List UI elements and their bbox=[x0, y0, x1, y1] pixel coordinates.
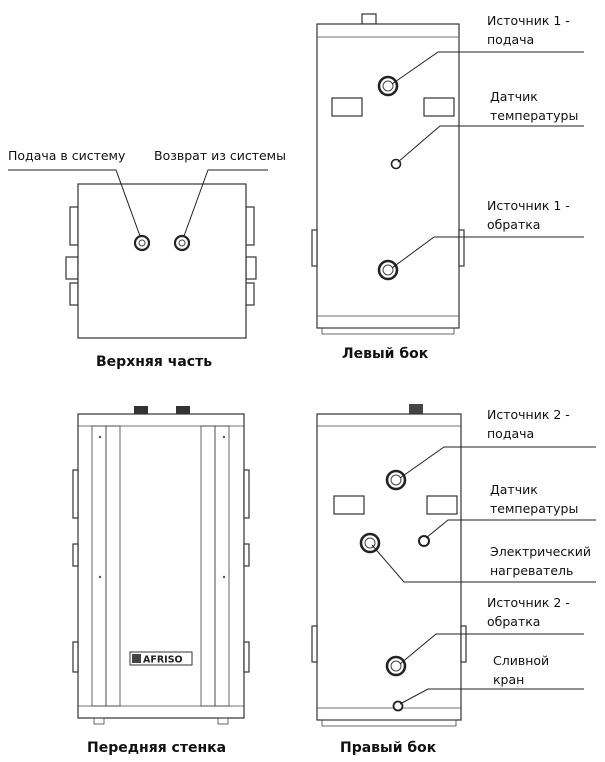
right-temp-sensor-label-2: температуры bbox=[490, 501, 578, 516]
right-side-window-2 bbox=[426, 495, 458, 515]
left-side-window-2 bbox=[423, 97, 455, 117]
top-view-right-bump-1 bbox=[245, 206, 255, 246]
top-supply-leader bbox=[8, 169, 141, 237]
top-view-left-bump-2 bbox=[65, 256, 79, 280]
right-heater-label-2: нагреватель bbox=[490, 563, 573, 578]
right-side-window-1 bbox=[333, 495, 365, 515]
left-side-top-cap bbox=[361, 13, 377, 25]
left-temp-sensor-leader bbox=[397, 125, 584, 163]
top-return-leader bbox=[183, 169, 268, 237]
top-view: Подача в систему Возврат из системы Верх… bbox=[8, 148, 286, 370]
right-source2-return-label-1: Источник 2 - bbox=[487, 595, 570, 610]
left-source1-return-leader bbox=[391, 236, 584, 269]
right-source2-return-label-2: обратка bbox=[487, 614, 540, 629]
right-side-top-cap bbox=[409, 404, 423, 414]
right-drain-leader bbox=[399, 688, 584, 705]
right-side-base bbox=[321, 719, 457, 727]
top-view-right-bump-2 bbox=[245, 256, 257, 280]
right-source2-supply-leader bbox=[399, 446, 596, 479]
left-temp-sensor-label-1: Датчик bbox=[490, 89, 538, 104]
right-heater-leader bbox=[371, 544, 596, 583]
left-side-window-1 bbox=[331, 97, 363, 117]
right-source2-supply-label-2: подача bbox=[487, 426, 534, 441]
top-view-right-bump-3 bbox=[245, 282, 255, 306]
right-side-body bbox=[316, 413, 462, 721]
top-view-body bbox=[77, 183, 247, 339]
afriso-logo-text: AFRISO bbox=[143, 655, 183, 666]
right-drain-label-1: Сливной bbox=[493, 653, 549, 668]
afriso-logo bbox=[129, 651, 193, 666]
right-side-view: Источник 2 - подача Датчик температуры Э… bbox=[311, 404, 596, 756]
afriso-logo-icon bbox=[132, 654, 141, 663]
right-heater-label-1: Электрический bbox=[490, 544, 591, 559]
right-temp-sensor-leader bbox=[425, 519, 596, 539]
left-side-base bbox=[321, 327, 455, 335]
top-view-caption: Верхняя часть bbox=[96, 354, 212, 370]
left-source1-supply-label-2: подача bbox=[487, 32, 534, 47]
right-source2-supply-label-1: Источник 2 - bbox=[487, 407, 570, 422]
front-view-body bbox=[77, 413, 245, 719]
top-supply-label: Подача в систему bbox=[8, 148, 126, 163]
left-source1-supply-label-1: Источник 1 - bbox=[487, 13, 570, 28]
front-view-caption: Передняя стенка bbox=[87, 740, 226, 756]
top-view-left-bump-1 bbox=[69, 206, 79, 246]
left-side-body bbox=[316, 23, 460, 329]
left-source1-return-label-1: Источник 1 - bbox=[487, 198, 570, 213]
front-view: AFRISO Передняя стенка bbox=[72, 406, 250, 756]
right-source2-return-leader bbox=[399, 633, 584, 665]
left-side-caption: Левый бок bbox=[342, 346, 429, 362]
front-top-cap-2 bbox=[176, 406, 190, 415]
right-drain-label-2: кран bbox=[493, 672, 524, 687]
right-temp-sensor-port bbox=[418, 535, 430, 547]
right-temp-sensor-label-1: Датчик bbox=[490, 482, 538, 497]
left-temp-sensor-label-2: температуры bbox=[490, 108, 578, 123]
top-return-label: Возврат из системы bbox=[154, 148, 286, 163]
left-source1-return-label-2: обратка bbox=[487, 217, 540, 232]
left-side-view: Источник 1 - подача Датчик температуры И… bbox=[311, 13, 584, 362]
top-view-left-bump-3 bbox=[69, 282, 79, 306]
left-source1-supply-leader bbox=[391, 51, 584, 85]
front-top-cap-1 bbox=[134, 406, 148, 415]
right-side-caption: Правый бок bbox=[340, 740, 437, 756]
